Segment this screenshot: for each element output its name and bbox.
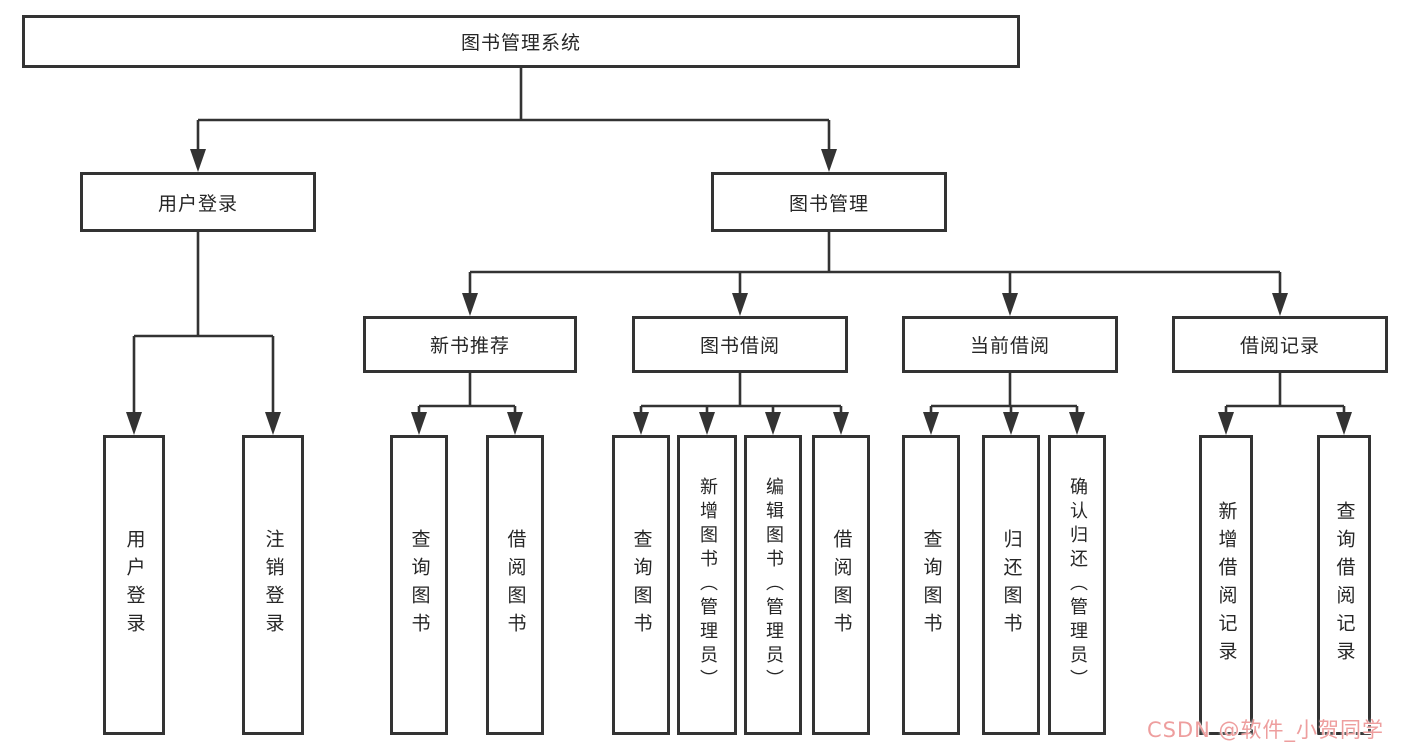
leaf-query-borrow-record: 查询借阅记录 (1317, 435, 1371, 735)
leaf-add-books-admin: 新增图书（管理员） (677, 435, 737, 735)
node-book-management: 图书管理 (711, 172, 947, 232)
node-label: 图书借阅 (699, 335, 780, 357)
node-label: 借阅记录 (1239, 335, 1320, 357)
leaf-label: 归还图书 (1000, 529, 1023, 641)
csdn-watermark: CSDN @软件_小贺同学 (1147, 718, 1385, 742)
leaf-label: 查询借阅记录 (1333, 501, 1356, 669)
leaf-add-borrow-record: 新增借阅记录 (1199, 435, 1253, 735)
leaf-label: 编辑图书（管理员） (763, 477, 784, 693)
leaf-label: 查询图书 (920, 529, 943, 641)
leaf-borrow-books-recommend: 借阅图书 (486, 435, 544, 735)
leaf-confirm-return-admin: 确认归还（管理员） (1048, 435, 1106, 735)
node-current-borrow: 当前借阅 (902, 316, 1118, 373)
leaf-label: 查询图书 (630, 529, 653, 641)
node-root-system: 图书管理系统 (22, 15, 1020, 68)
leaf-return-books: 归还图书 (982, 435, 1040, 735)
node-root-label: 图书管理系统 (460, 32, 581, 54)
leaf-borrow-books: 借阅图书 (812, 435, 870, 735)
leaf-label: 注销登录 (262, 529, 285, 641)
node-borrow-records: 借阅记录 (1172, 316, 1388, 373)
leaf-label: 用户登录 (123, 529, 146, 641)
leaf-user-login: 用户登录 (103, 435, 165, 735)
leaf-label: 确认归还（管理员） (1067, 477, 1088, 693)
leaf-edit-books-admin: 编辑图书（管理员） (744, 435, 802, 735)
node-label: 当前借阅 (969, 335, 1050, 357)
leaf-label: 查询图书 (408, 529, 431, 641)
node-book-borrow: 图书借阅 (632, 316, 848, 373)
leaf-query-books-current: 查询图书 (902, 435, 960, 735)
leaf-query-books-borrow: 查询图书 (612, 435, 670, 735)
node-label: 用户登录 (157, 192, 238, 215)
node-new-book-recommend: 新书推荐 (363, 316, 577, 373)
arrowhead-icons (126, 149, 1352, 435)
node-label: 图书管理 (788, 192, 869, 215)
leaf-label: 新增借阅记录 (1215, 501, 1238, 669)
node-label: 新书推荐 (429, 335, 510, 357)
node-user-login: 用户登录 (80, 172, 316, 232)
leaf-query-books-recommend: 查询图书 (390, 435, 448, 735)
leaf-logout: 注销登录 (242, 435, 304, 735)
leaf-label: 新增图书（管理员） (697, 477, 718, 693)
leaf-label: 借阅图书 (830, 529, 853, 641)
leaf-label: 借阅图书 (504, 529, 527, 641)
